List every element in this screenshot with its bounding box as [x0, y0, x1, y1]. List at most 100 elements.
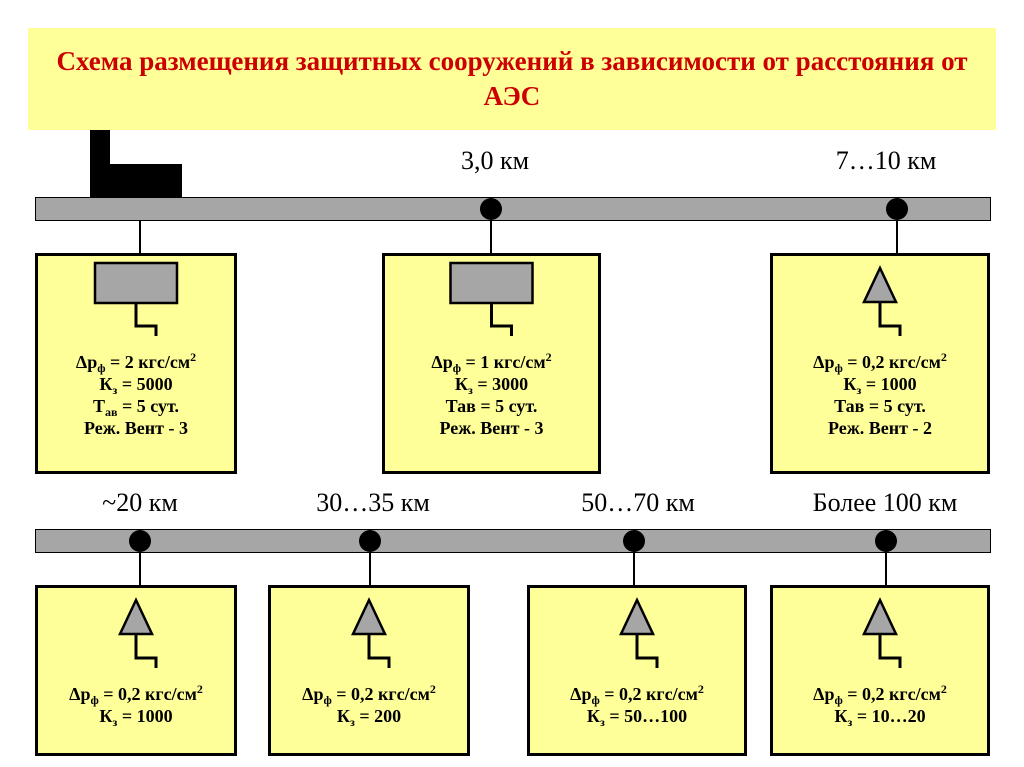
- parameter-line: Δрф = 1 кгс/см2: [385, 350, 598, 375]
- parameter-line: Кз = 50…100: [530, 705, 744, 729]
- shelter-triangle-icon: [118, 597, 158, 668]
- distance-label: 7…10 км: [835, 146, 937, 175]
- parameter-text: К: [586, 706, 600, 726]
- distance-marker-dot: [886, 198, 908, 220]
- parameter-text: 2: [940, 350, 947, 364]
- parameter-text: ф: [834, 693, 843, 707]
- parameter-text: = 0,2 кгс/см: [842, 684, 941, 704]
- parameter-text: = 0,2 кгс/см: [331, 684, 430, 704]
- connector-line: [885, 553, 887, 585]
- distance-label: Более 100 км: [812, 488, 958, 517]
- shelter-rect-icon: [93, 261, 179, 336]
- parameter-text: = 1 кгс/см: [461, 352, 546, 372]
- parameter-text: Δр: [75, 352, 98, 372]
- connector-line: [369, 553, 371, 585]
- distance-marker-dot: [480, 198, 502, 220]
- shelter-triangle-icon: [862, 265, 902, 336]
- parameter-text: 2: [697, 682, 704, 696]
- parameter-text: з: [349, 715, 355, 729]
- parameter-text: Δр: [69, 684, 91, 704]
- parameter-text: ф: [90, 693, 99, 707]
- connector-line: [896, 221, 898, 253]
- parameter-line: Δрф = 2 кгс/см2: [38, 350, 234, 375]
- shelter-triangle-icon: [619, 597, 659, 668]
- parameter-text: ф: [323, 693, 332, 707]
- parameter-line: Реж. Вент - 2: [773, 417, 987, 439]
- parameter-text: К: [843, 374, 857, 394]
- parameter-text: Δр: [302, 684, 324, 704]
- parameter-text: Δр: [813, 352, 835, 372]
- parameter-text: = 10…20: [852, 706, 926, 726]
- parameter-text: К: [834, 706, 848, 726]
- parameter-text: з: [847, 715, 853, 729]
- parameter-line: Тав = 5 сут.: [38, 395, 234, 419]
- parameter-line: Тав = 5 сут.: [385, 395, 598, 417]
- parameter-line: Δрф = 0,2 кгс/см2: [38, 682, 234, 707]
- distance-marker-dot: [623, 530, 645, 552]
- distance-label: 30…35 км: [316, 488, 430, 517]
- parameter-text: 2: [190, 350, 197, 364]
- parameter-text: = 0,2 кгс/см: [98, 684, 197, 704]
- parameter-line: Δрф = 0,2 кгс/см2: [773, 682, 987, 707]
- shelter-rect-icon: [449, 261, 534, 336]
- parameter-text: Реж. Вент - 3: [83, 418, 188, 438]
- npp-plant-icon: [90, 130, 182, 198]
- parameter-text: = 1000: [861, 374, 917, 394]
- parameter-text: ав: [105, 405, 118, 419]
- parameter-line: Δрф = 0,2 кгс/см2: [773, 350, 987, 374]
- distance-label: ~20 км: [102, 488, 178, 517]
- parameter-line: Реж. Вент - 3: [38, 417, 234, 439]
- parameter-text: = 1000: [117, 706, 173, 726]
- parameter-text: К: [336, 706, 350, 726]
- distance-label: 3,0 км: [460, 146, 530, 175]
- distance-label: 50…70 км: [581, 488, 695, 517]
- parameter-text: 2: [196, 682, 203, 696]
- parameter-text: Δр: [570, 684, 592, 704]
- parameter-text: = 5000: [117, 374, 173, 394]
- connector-line: [633, 553, 635, 585]
- parameter-line: Δрф = 0,2 кгс/см2: [271, 683, 467, 707]
- connector-line: [490, 221, 492, 253]
- parameter-text: Т: [93, 396, 106, 416]
- parameter-text: К: [99, 374, 113, 394]
- parameter-text: = 0,2 кгс/см: [842, 352, 941, 372]
- shelter-triangle-icon: [862, 597, 902, 668]
- parameter-text: Тав = 5 сут.: [445, 396, 538, 416]
- parameter-text: ф: [97, 361, 106, 375]
- parameter-line: Тав = 5 сут.: [773, 395, 987, 417]
- parameter-text: Реж. Вент - 3: [439, 418, 544, 438]
- parameter-line: Кз = 3000: [385, 373, 598, 396]
- parameter-text: ф: [452, 361, 462, 375]
- parameter-line: Кз = 200: [271, 705, 467, 729]
- parameter-text: = 50…100: [604, 706, 688, 726]
- parameter-text: з: [599, 715, 605, 729]
- parameter-line: Кз = 1000: [38, 705, 234, 728]
- distance-axis-bottom: [35, 529, 991, 553]
- slide-title: Схема размещения защитных сооружений в з…: [28, 28, 996, 130]
- parameter-text: з: [856, 383, 862, 397]
- parameter-text: ф: [591, 693, 600, 707]
- parameter-line: Кз = 10…20: [773, 705, 987, 729]
- parameter-text: 2: [940, 682, 947, 696]
- parameter-text: 2: [545, 350, 552, 364]
- parameter-line: Δрф = 0,2 кгс/см2: [530, 682, 744, 707]
- shelter-triangle-icon: [351, 597, 391, 668]
- parameter-line: Кз = 1000: [773, 373, 987, 397]
- connector-line: [139, 553, 141, 585]
- connector-line: [139, 221, 141, 253]
- parameter-text: Δр: [813, 684, 835, 704]
- distance-marker-dot: [129, 530, 151, 552]
